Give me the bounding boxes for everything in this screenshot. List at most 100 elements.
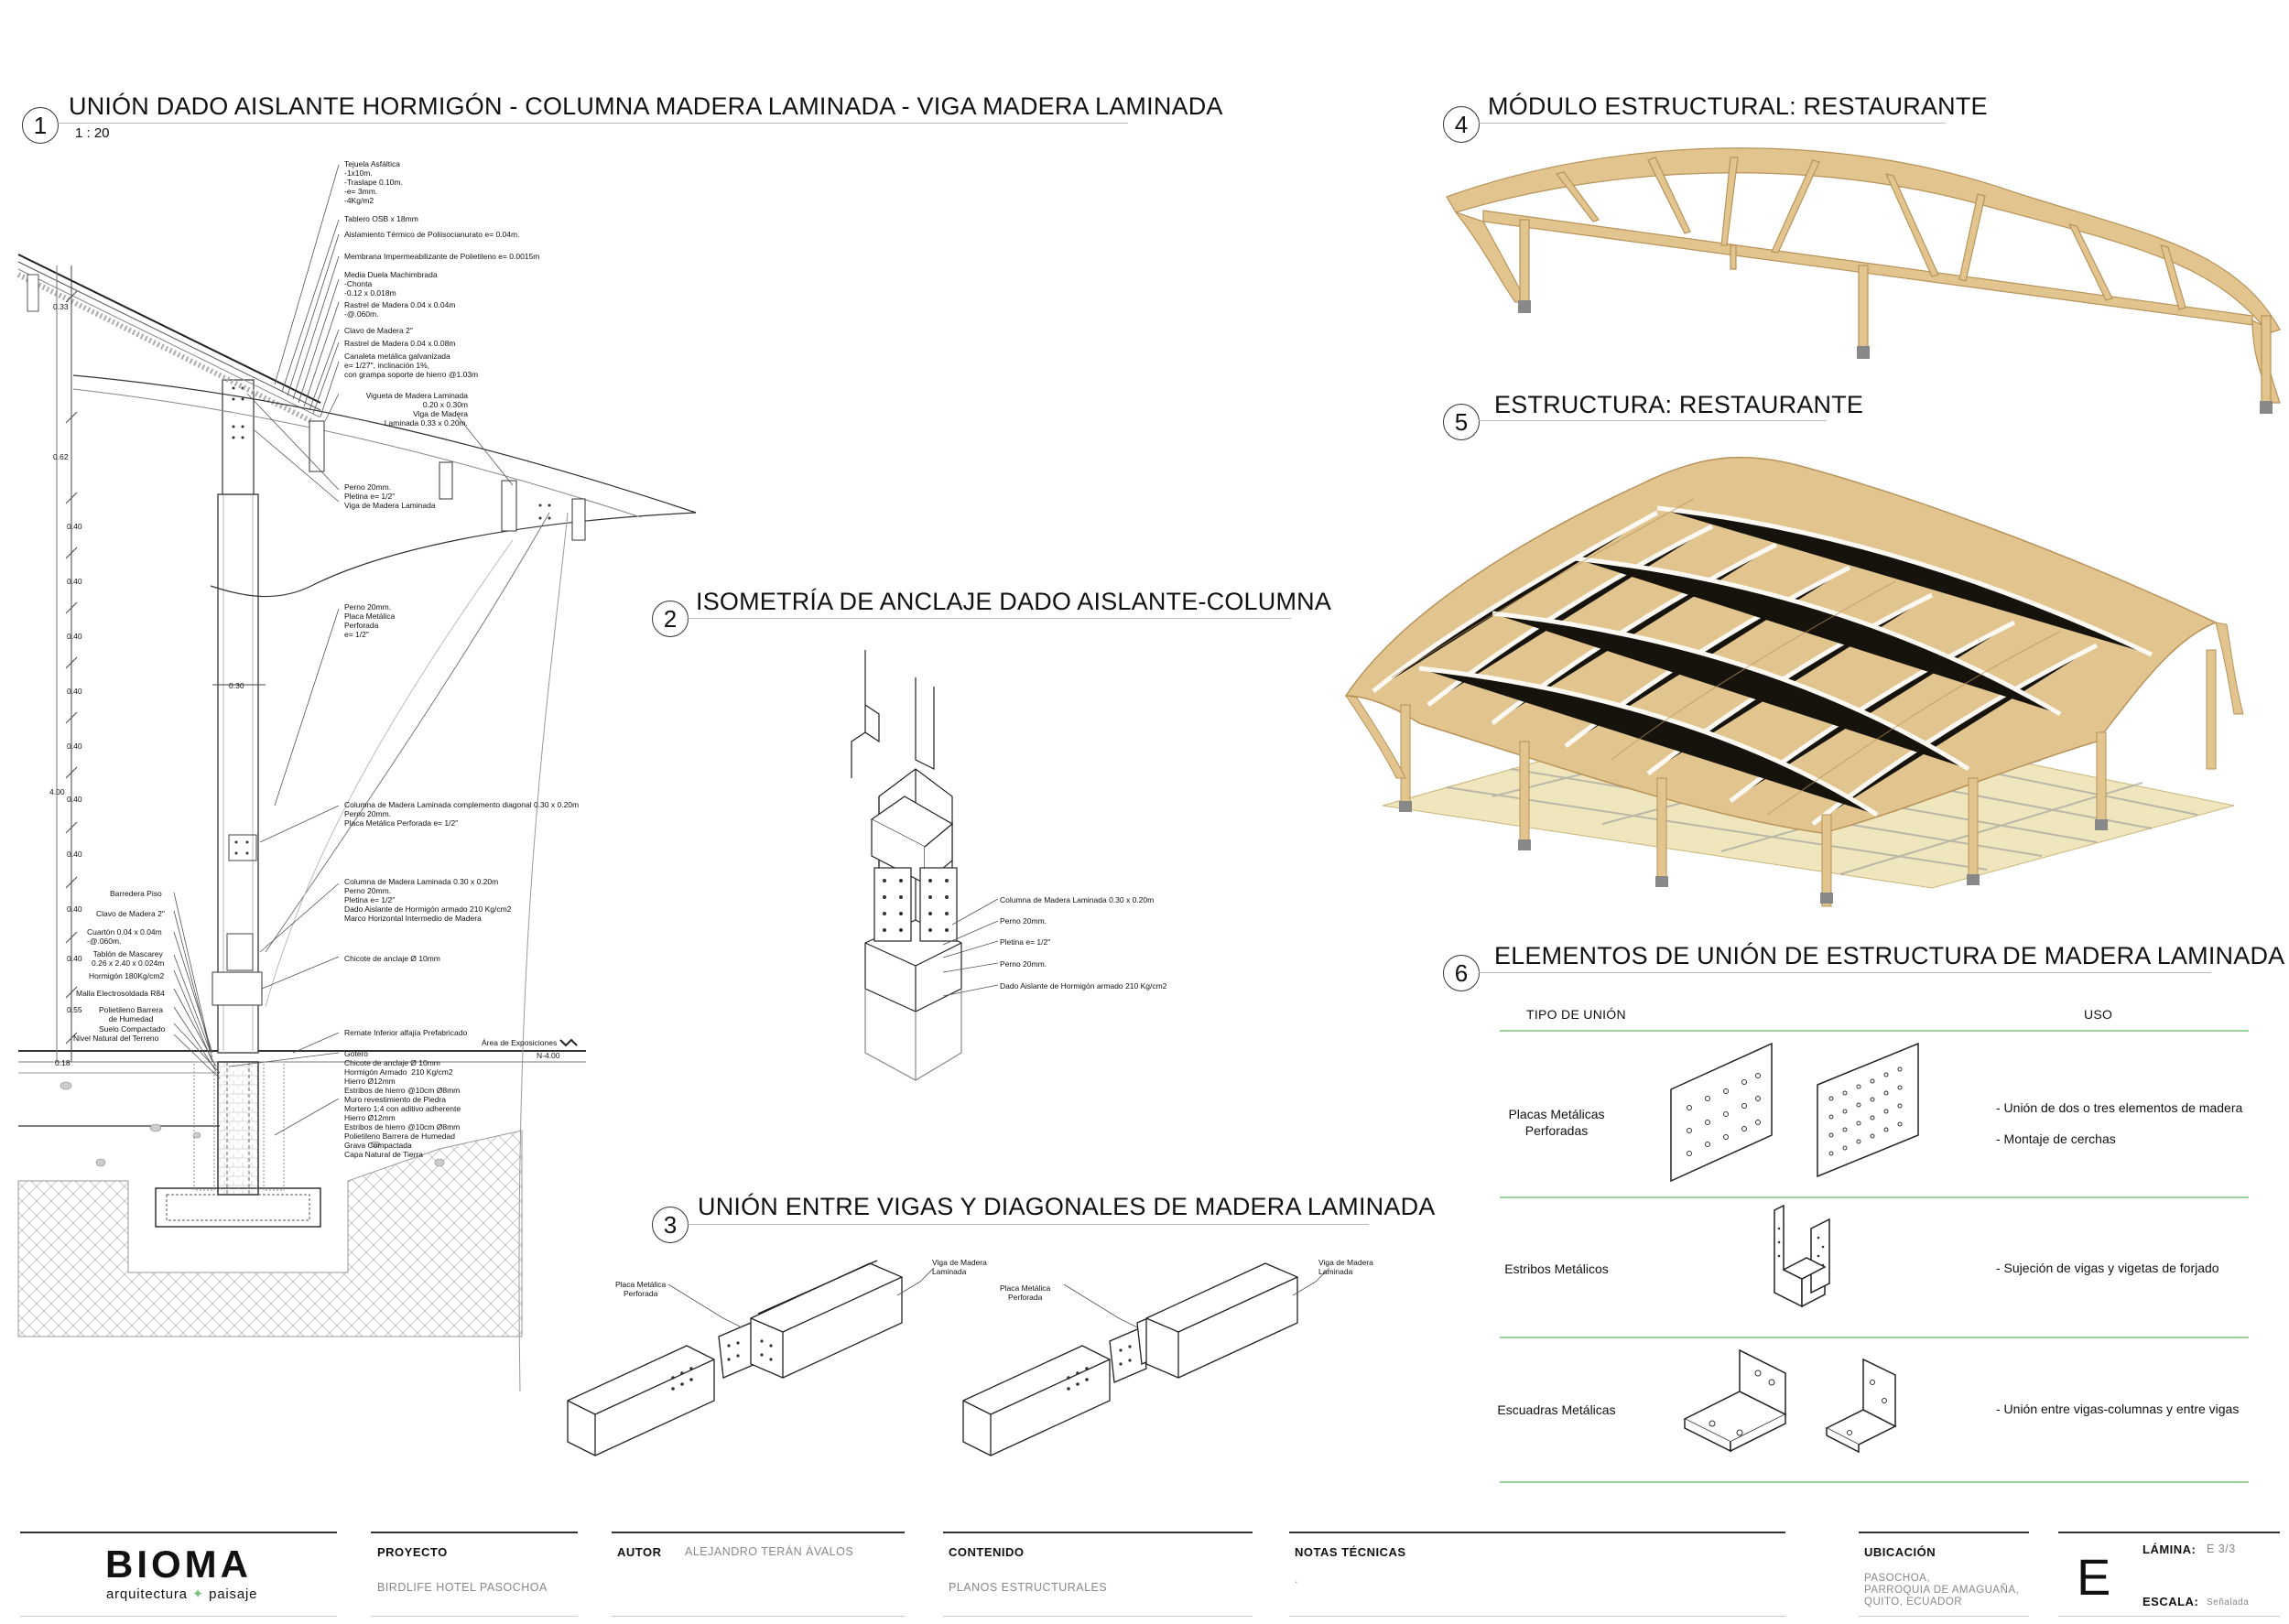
s3-note-beam-a: Viga de Madera Laminada bbox=[932, 1258, 987, 1276]
footer-rule bbox=[612, 1532, 905, 1533]
footer-rule bbox=[943, 1616, 1253, 1617]
logo-sub-b: paisaje bbox=[209, 1586, 258, 1602]
note-clavo: Clavo de Madera 2" bbox=[344, 326, 413, 335]
note-suelo: Suelo Compactado bbox=[99, 1024, 166, 1034]
dim-label: 0.33 bbox=[53, 302, 69, 311]
note-columna-diagonal: Columna de Madera Laminada complemento d… bbox=[344, 800, 580, 828]
table-rule bbox=[1500, 1337, 2249, 1338]
perforated-plate-icon bbox=[1670, 1042, 1919, 1183]
footer-rule bbox=[1289, 1532, 1785, 1533]
footer-rule bbox=[943, 1532, 1253, 1533]
note-hormigon-180: Hormigón 180Kg/cm2 bbox=[89, 971, 165, 980]
dim-label: 0.40 bbox=[67, 522, 82, 531]
table-row-uso-placas-1: - Unión de dos o tres elementos de mader… bbox=[1996, 1100, 2243, 1115]
note-canaleta: Canaleta metálica galvanizada e= 1/27", … bbox=[344, 352, 479, 379]
dim-label: 4.00 bbox=[49, 787, 65, 796]
section5-full-structure bbox=[1344, 456, 2244, 907]
section-number-4: 4 bbox=[1443, 106, 1480, 143]
leaf-icon: ✦ bbox=[191, 1586, 205, 1602]
note-malla: Malla Electrosoldada R84 bbox=[76, 989, 165, 998]
note-rastrel-1: Rastrel de Madera 0.04 x 0.04m -@.060m. bbox=[344, 300, 456, 319]
logo-sub-a: arquitectura bbox=[106, 1586, 188, 1602]
autor-value: ALEJANDRO TERÁN ÁVALOS bbox=[685, 1545, 854, 1558]
s3-note-plate-a: Placa Metálica Perforada bbox=[615, 1280, 667, 1298]
note-columna-dado: Columna de Madera Laminada 0.30 x 0.20m … bbox=[344, 877, 512, 923]
dim-label: 0.55 bbox=[67, 1005, 82, 1014]
s3-note-plate-b: Placa Metálica Perforada bbox=[1000, 1283, 1051, 1302]
section-number-2: 2 bbox=[652, 601, 689, 637]
dim-label: 0.40 bbox=[67, 742, 82, 751]
title-rule-2 bbox=[687, 618, 1291, 619]
note-level: N-4.00 bbox=[537, 1051, 560, 1060]
footer-rule bbox=[371, 1532, 578, 1533]
s3-note-beam-b: Viga de Madera Laminada bbox=[1318, 1258, 1373, 1276]
logo: BIOMA bbox=[105, 1543, 252, 1586]
lamina-label: LÁMINA: bbox=[2143, 1543, 2197, 1556]
title-rule-4 bbox=[1479, 123, 1946, 124]
note-perno-placa: Perno 20mm. Placa Metálica Perforada e= … bbox=[344, 602, 396, 639]
footer-rule bbox=[1289, 1616, 1785, 1617]
section3-beam-joints-drawing bbox=[567, 1260, 1330, 1456]
note-tablero-osb: Tablero OSB x 18mm bbox=[344, 214, 418, 223]
footer-rule bbox=[1859, 1532, 2029, 1533]
section-scale-1: 1 : 20 bbox=[75, 125, 110, 141]
contenido-label: CONTENIDO bbox=[949, 1545, 1025, 1559]
note-polietileno-left: Polietileno Barrera de Humedad bbox=[99, 1005, 163, 1023]
note-rastrel-2: Rastrel de Madera 0.04 x 0.08m bbox=[344, 339, 456, 348]
dim-label: 0.40 bbox=[67, 904, 82, 914]
note-vigueta: Vigueta de Madera Laminada 0.20 x 0.30m … bbox=[365, 391, 468, 428]
section2-isometric-drawing bbox=[851, 650, 999, 1081]
table-row-uso-estribos: - Sujeción de vigas y vigetas de forjado bbox=[1996, 1261, 2219, 1275]
footer-rule bbox=[612, 1616, 905, 1617]
footer-rule bbox=[1859, 1616, 2029, 1617]
section-title-3: UNIÓN ENTRE VIGAS Y DIAGONALES DE MADERA… bbox=[698, 1193, 1436, 1220]
table-rule bbox=[1500, 1481, 2249, 1483]
dim-label: 0.40 bbox=[67, 850, 82, 859]
table-row-uso-placas-2: - Montaje de cerchas bbox=[1996, 1131, 2116, 1146]
sheet-letter: E bbox=[2077, 1548, 2111, 1606]
contenido-value: PLANOS ESTRUCTURALES bbox=[949, 1581, 1108, 1594]
footer-rule bbox=[2058, 1616, 2280, 1617]
footer-rule bbox=[20, 1616, 337, 1617]
section-number-1: 1 bbox=[22, 107, 59, 144]
footer-rule bbox=[2058, 1532, 2280, 1533]
table-header-uso: USO bbox=[2084, 1007, 2113, 1022]
table-row-tipo-placas: Placas Metálicas Perforadas bbox=[1508, 1107, 1605, 1138]
dim-label: 0.40 bbox=[67, 954, 82, 963]
s2-note-perno-2: Perno 20mm. bbox=[1000, 959, 1047, 969]
lamina-value: E 3/3 bbox=[2207, 1543, 2236, 1555]
dim-label: 0.40 bbox=[67, 577, 82, 586]
section-title-2: ISOMETRÍA DE ANCLAJE DADO AISLANTE-COLUM… bbox=[696, 588, 1332, 615]
note-foundation-list: Gotero Chicote de anclaje Ø 10mm Hormigó… bbox=[344, 1049, 461, 1159]
s2-note-columna: Columna de Madera Laminada 0.30 x 0.20m bbox=[1000, 895, 1155, 904]
proyecto-label: PROYECTO bbox=[377, 1545, 448, 1559]
table-rule bbox=[1500, 1030, 2249, 1032]
joist-hanger-icon bbox=[1774, 1204, 1830, 1308]
note-remate: Remate Inferior alfajía Prefabricado bbox=[344, 1028, 468, 1037]
section1-detail-drawing bbox=[16, 164, 697, 1392]
autor-label: AUTOR bbox=[617, 1545, 662, 1559]
note-media-duela: Media Duela Machimbrada -Chonta -0.12 x … bbox=[344, 270, 438, 298]
note-perno-pletina: Perno 20mm. Pletina e= 1/2" Viga de Made… bbox=[344, 482, 436, 510]
notas-value: . bbox=[1295, 1573, 1298, 1586]
section-title-4: MÓDULO ESTRUCTURAL: RESTAURANTE bbox=[1488, 92, 1988, 120]
dim-label: 0.40 bbox=[67, 795, 82, 804]
note-cuarton: Cuartón 0.04 x 0.04m -@.060m. bbox=[87, 927, 162, 946]
dim-label: 0.30 bbox=[229, 681, 244, 690]
ubicacion-value: PASOCHOA, PARROQUIA DE AMAGUAÑA, QUITO, … bbox=[1864, 1573, 2020, 1608]
table-row-uso-escuadras: - Unión entre vigas-columnas y entre vig… bbox=[1996, 1402, 2240, 1416]
s2-note-pletina: Pletina e= 1/2" bbox=[1000, 937, 1051, 947]
title-rule-6 bbox=[1479, 972, 2211, 973]
dim-label: 0.40 bbox=[67, 687, 82, 696]
title-rule-3 bbox=[687, 1224, 1369, 1225]
table-rule bbox=[1500, 1196, 2249, 1198]
note-nivel-natural: Nivel Natural del Terreno bbox=[73, 1034, 159, 1043]
escala-value: Señalada bbox=[2207, 1597, 2250, 1608]
note-aislamiento: Aislamiento Térmico de Poliisocianurato … bbox=[344, 230, 520, 239]
section4-truss-module bbox=[1446, 147, 2281, 414]
note-tejuela: Tejuela Asfáltica -1x10m. -Traslape 0.10… bbox=[344, 159, 403, 205]
dim-label: 0.18 bbox=[55, 1058, 71, 1067]
logo-tagline: arquitectura ✦ paisaje bbox=[106, 1586, 257, 1602]
s2-note-dado: Dado Aislante de Hormigón armado 210 Kg/… bbox=[1000, 981, 1167, 991]
proyecto-value: BIRDLIFE HOTEL PASOCHOA bbox=[377, 1581, 548, 1594]
